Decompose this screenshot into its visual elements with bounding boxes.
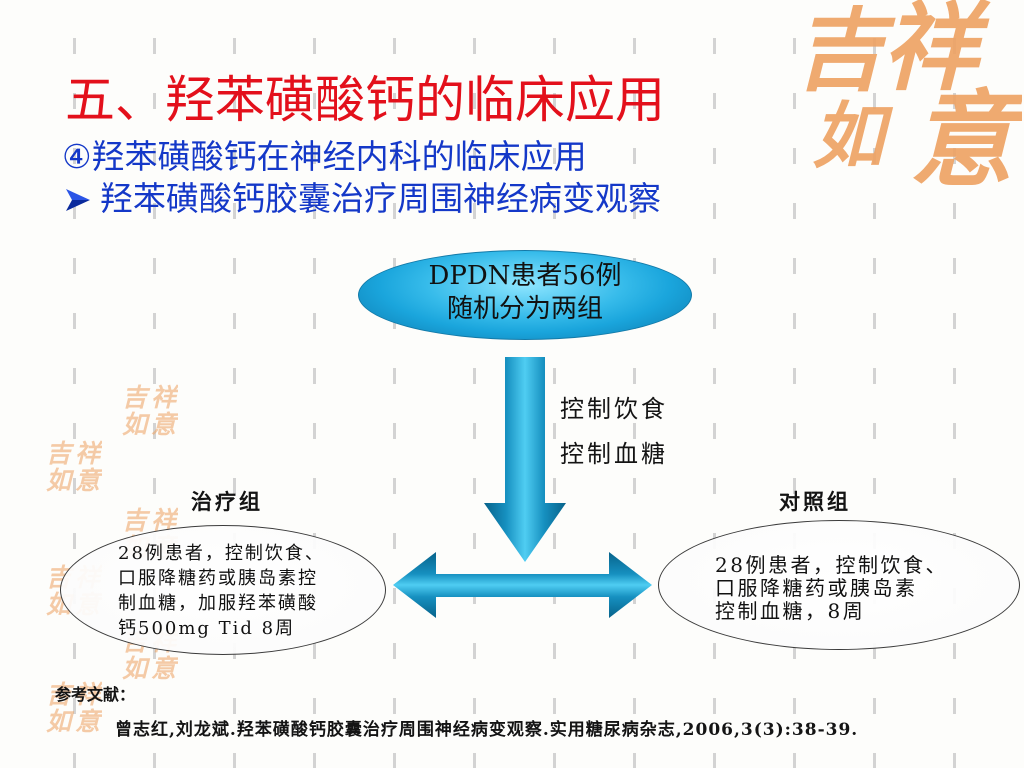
section-subtitle: ④羟苯磺酸钙在神经内科的临床应用 <box>62 137 587 176</box>
stamp-character: 意 <box>910 78 1015 196</box>
control-group-text: 28例患者，控制饮食、 口服降糖药或胰岛素 控制血糖，8周 <box>715 554 948 623</box>
stamp-character: 吉 <box>121 507 147 535</box>
arrow-note: 控制饮食 控制血糖 <box>560 387 668 477</box>
double-headed-arrow <box>393 552 652 618</box>
treatment-group-line: 钙500mg Tid 8周 <box>118 618 296 639</box>
treatment-group-ellipse: 28例患者，控制饮食、 口服降糖药或胰岛素控 制血糖，加服羟苯磺酸 钙500mg… <box>60 525 386 655</box>
stamp-character: 吉 <box>45 440 71 468</box>
stamp-character: 意 <box>150 654 176 683</box>
stamp-character: 如 <box>121 410 147 439</box>
auspicious-stamp: 吉 祥 如 意 <box>120 384 178 440</box>
treatment-group-line: 口服降糖药或胰岛素控 <box>118 568 318 589</box>
stamp-character: 吉 <box>121 384 147 412</box>
stamp-character: 祥 <box>74 681 100 709</box>
reference-citation: 曾志红,刘龙斌.羟苯磺酸钙胶囊治疗周围神经病变观察.实用糖尿病杂志,2006,3… <box>115 720 859 740</box>
stamp-character: 如 <box>121 654 147 683</box>
stamp-character: 祥 <box>74 440 100 468</box>
arrow-note-line: 控制饮食 <box>560 395 668 423</box>
control-group-ellipse: 28例患者，控制饮食、 口服降糖药或胰岛素 控制血糖，8周 <box>658 520 1020 650</box>
stamp-character: 祥 <box>882 0 978 104</box>
stamp-character: 吉 <box>794 0 884 104</box>
stamp-character: 意 <box>74 466 100 495</box>
auspicious-stamp: 吉 祥 如 意 <box>44 681 102 733</box>
stamp-character: 意 <box>150 410 176 439</box>
treatment-group-line: 28例患者，控制饮食、 <box>118 543 325 564</box>
auspicious-stamp-large: 吉 祥 如 意 <box>790 0 1022 196</box>
arrow-note-line: 控制血糖 <box>560 440 668 468</box>
auspicious-stamp: 吉 祥 如 意 <box>44 440 102 496</box>
reference-heading: 参考文献： <box>55 685 136 704</box>
control-group-line: 28例患者，控制饮食、 <box>715 553 948 577</box>
bullet-heading: 羟苯磺酸钙胶囊治疗周围神经病变观察 <box>100 179 661 218</box>
control-group-line: 控制血糖，8周 <box>715 599 866 623</box>
start-node-line: 随机分为两组 <box>446 294 603 324</box>
down-arrow <box>484 357 566 562</box>
stamp-character: 祥 <box>150 384 176 412</box>
stamp-character: 如 <box>812 93 885 178</box>
slide-title: 五、羟苯磺酸钙的临床应用 <box>65 71 665 129</box>
stamp-character: 如 <box>45 707 71 733</box>
start-node-line: DPDN患者56例 <box>428 261 622 291</box>
treatment-group-label: 治疗组 <box>191 489 263 514</box>
start-node-ellipse: DPDN患者56例 随机分为两组 <box>358 250 692 340</box>
stamp-character: 意 <box>74 707 100 733</box>
control-group-line: 口服降糖药或胰岛素 <box>715 576 918 600</box>
treatment-group-line: 制血糖，加服羟苯磺酸 <box>118 593 318 614</box>
stamp-character: 如 <box>45 466 71 495</box>
arrow-bullet-icon <box>66 189 90 211</box>
stamp-character: 吉 <box>45 681 71 709</box>
control-group-label: 对照组 <box>779 489 851 514</box>
treatment-group-text: 28例患者，控制饮食、 口服降糖药或胰岛素控 制血糖，加服羟苯磺酸 钙500mg… <box>118 541 325 641</box>
